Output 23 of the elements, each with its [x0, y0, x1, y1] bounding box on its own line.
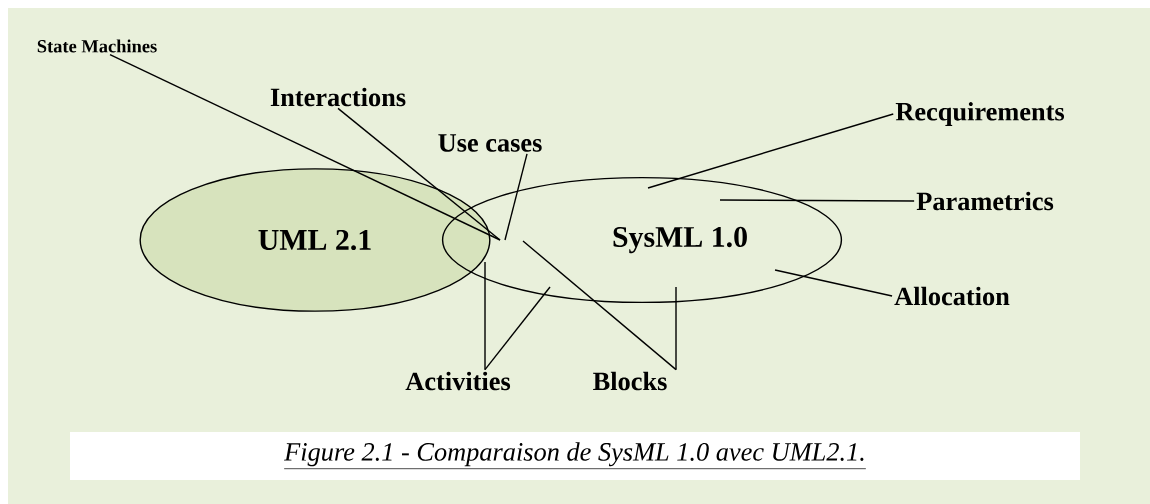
leader-line — [774, 269, 893, 297]
leader-line — [484, 261, 486, 371]
callout-label: State Machines — [37, 39, 157, 53]
caption-box: Figure 2.1 - Comparaison de SysML 1.0 avec UML2.1. — [70, 432, 1080, 480]
leader-line — [109, 53, 501, 241]
leader-line — [522, 240, 677, 371]
callout-label: Recquirements — [895, 102, 1065, 126]
leader-line — [647, 113, 894, 189]
sysml-ellipse — [441, 176, 843, 304]
leader-line — [504, 153, 528, 241]
leader-line — [484, 286, 551, 371]
callout-label: Interactions — [270, 87, 406, 107]
uml-ellipse — [139, 168, 491, 312]
callout-label: Activities — [405, 371, 511, 391]
ellipse-label: SysML 1.0 — [613, 226, 747, 254]
ellipse-label: UML 2.1 — [258, 229, 371, 251]
leader-line — [337, 107, 501, 241]
leader-line — [719, 199, 915, 202]
callout-label: Use cases — [438, 134, 542, 152]
callout-label: Parametrics — [916, 191, 1054, 211]
callout-label: Blocks — [593, 371, 667, 391]
callout-label: Allocation — [894, 286, 1010, 306]
leader-line — [675, 286, 677, 371]
